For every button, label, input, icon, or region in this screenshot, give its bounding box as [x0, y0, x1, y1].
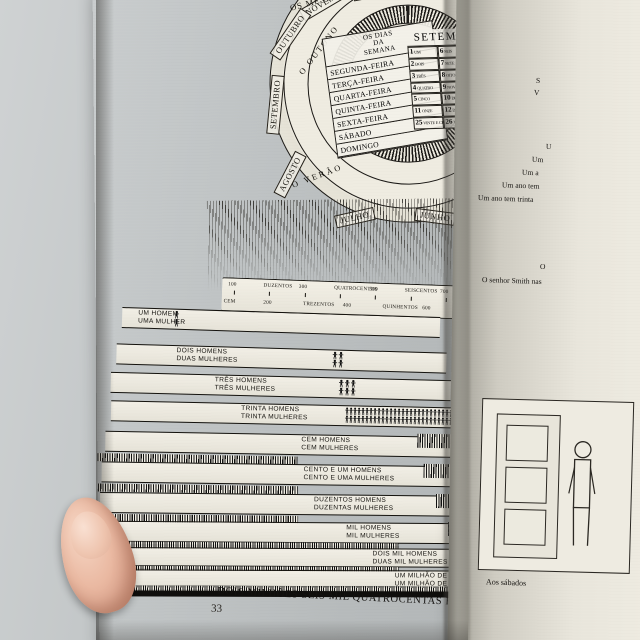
- scale-tick: [375, 295, 377, 300]
- caption-text: DOIS MILHÕES SEIS MIL QUATROCENTAS E SET…: [217, 585, 471, 615]
- figure-row-label-men: CEM HOMENS: [301, 436, 351, 445]
- right-line-7: O: [539, 261, 546, 272]
- door-panel-top: [505, 424, 549, 462]
- figure-row-label-women: DUAS MULHERES: [176, 355, 238, 364]
- page-bottom-shadow: [96, 620, 468, 640]
- right-line-0: S: [535, 75, 541, 86]
- figure-pictogram-group: [344, 415, 465, 428]
- figure-row-label-men: CENTO E UM HOMENS: [303, 466, 382, 475]
- scale-tick: [304, 293, 306, 298]
- door-illustration: [477, 398, 635, 574]
- left-book-page: NOVEMBRO DEZEMBRO JANEIRO OUTUBRO SETEMB…: [92, 0, 472, 640]
- figure-row-label-men: TRÊS HOMENS: [214, 376, 268, 385]
- figure-row-label-men: DOIS MIL HOMENS: [372, 550, 438, 558]
- scale-upper-label: 500: [369, 286, 378, 293]
- right-line-2: U: [545, 141, 552, 152]
- figure-row-label-men: MIL HOMENS: [346, 524, 392, 532]
- door-panel-bottom: [503, 508, 547, 546]
- figure-pictogram-group: [332, 359, 344, 369]
- figure-row-label-women: CEM MULHERES: [301, 444, 359, 453]
- thumbnail: [64, 506, 117, 564]
- scale-lower-label: TREZENTOS: [302, 300, 335, 309]
- standing-figure-icon: [568, 441, 596, 546]
- door-panel-middle: [504, 466, 548, 504]
- scale-lower-label: CEM: [223, 298, 236, 305]
- scale-tick: [339, 294, 341, 299]
- figure-row-label-men: DUZENTOS HOMENS: [313, 496, 387, 504]
- right-line-6: Um ano tem trinta: [477, 193, 534, 204]
- figure-row-label-women: CENTO E UMA MULHERES: [303, 474, 395, 483]
- september-day-cell: 4 QUATRO: [410, 81, 442, 95]
- september-day-cell: 25 VINTE E CINCO: [413, 116, 445, 130]
- september-day-cell: 5 CINCO: [411, 93, 443, 106]
- right-line-3: Um: [531, 154, 544, 165]
- september-day-cell: 3 TRÊS: [409, 69, 441, 83]
- september-day-cell: 1 UM: [407, 46, 439, 59]
- figure-row-label-women: TRINTA MULHERES: [240, 412, 308, 422]
- scale-lower-label: QUINHENTOS: [382, 303, 418, 311]
- scale-upper-label: SEISCENTOS: [404, 287, 438, 295]
- book-gutter-shadow: [444, 0, 470, 640]
- right-line-4: Um a: [521, 167, 539, 178]
- scale-lower-label: 600: [422, 305, 431, 312]
- scale-lower-label: 200: [263, 299, 272, 306]
- scale-upper-label: 100: [228, 281, 237, 288]
- figure-row-label-women: TRÊS MULHERES: [214, 384, 276, 393]
- figure-pictogram-group: [338, 387, 356, 397]
- figure-row-label-men: UM HOMEM: [138, 309, 179, 318]
- figure-row-label-men: DOIS HOMENS: [176, 347, 228, 356]
- left-edge-shadow: [96, 0, 114, 640]
- scale-tick: [269, 291, 271, 296]
- right-bottom-line-0: Aos sábados: [485, 577, 527, 588]
- september-day-cell: 2 DOIS: [408, 57, 440, 71]
- september-day-cell: 11 ONZE: [412, 105, 444, 118]
- figure-pictogram-group: [174, 318, 180, 329]
- figure-pictogram-group: [174, 310, 180, 321]
- right-line-1: V: [533, 87, 540, 98]
- figure-row-label-women: MIL MULHERES: [346, 532, 400, 540]
- figure-row-label-men: TRINTA HOMENS: [241, 404, 300, 414]
- figure-pictogram-group: [332, 351, 344, 361]
- figure-row-label-women: DUZENTAS MULHERES: [313, 504, 394, 513]
- folio-number: 33: [210, 602, 223, 615]
- right-line-5: Um ano tem: [501, 180, 540, 191]
- right-bottom-caption: Aos sábados: [486, 577, 527, 587]
- door-shape: [493, 413, 561, 560]
- scale-lower-label: 400: [342, 302, 352, 309]
- scale-upper-label: DUZENTOS: [263, 282, 293, 290]
- figure-pictogram-group: [339, 379, 357, 389]
- scale-tick: [233, 290, 235, 295]
- scale-upper-label: 300: [298, 283, 308, 291]
- scale-tick: [410, 296, 412, 301]
- figure-row-label-women: DUAS MIL MULHERES: [372, 558, 448, 566]
